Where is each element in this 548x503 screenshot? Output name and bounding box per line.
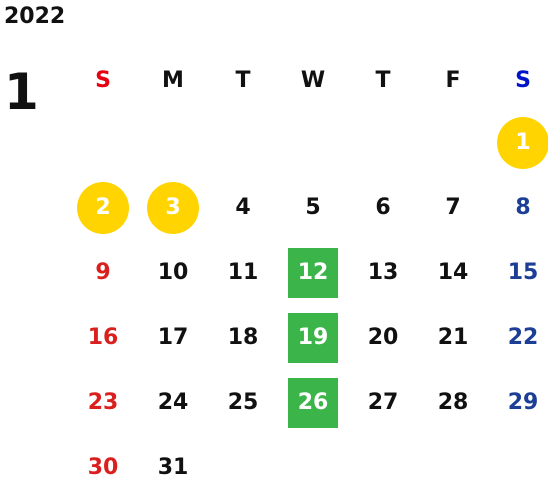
day-cell bbox=[488, 435, 548, 500]
holiday-day-number: 2 bbox=[77, 181, 129, 234]
day-number: 28 bbox=[437, 390, 469, 415]
day-number: 21 bbox=[437, 325, 469, 350]
weekday-cell: T bbox=[208, 50, 278, 110]
day-cell: 29 bbox=[488, 370, 548, 435]
weekday-label: M bbox=[162, 67, 184, 93]
day-cell: 9 bbox=[68, 240, 138, 305]
day-cell: 19 bbox=[278, 305, 348, 370]
weekday-label: T bbox=[235, 67, 251, 93]
weekday-cell: S bbox=[488, 50, 548, 110]
day-cell bbox=[208, 435, 278, 500]
day-cell: 3 bbox=[138, 175, 208, 240]
day-number: 5 bbox=[305, 195, 321, 220]
day-cell bbox=[208, 110, 278, 175]
day-cell: 13 bbox=[348, 240, 418, 305]
day-number: 4 bbox=[235, 195, 251, 220]
day-number: 22 bbox=[507, 325, 539, 350]
day-number: 30 bbox=[87, 455, 119, 480]
week-row: 30 31 bbox=[68, 435, 548, 500]
highlighted-day-number: 19 bbox=[288, 312, 338, 363]
day-cell bbox=[348, 435, 418, 500]
day-cell bbox=[278, 110, 348, 175]
day-number: 9 bbox=[95, 260, 111, 285]
day-number: 13 bbox=[367, 260, 399, 285]
day-number: 6 bbox=[375, 195, 391, 220]
day-number: 11 bbox=[227, 260, 259, 285]
day-number: 31 bbox=[157, 455, 189, 480]
day-cell bbox=[418, 435, 488, 500]
weekday-label: S bbox=[515, 67, 531, 93]
week-row: 16 17 18 19 20 21 22 bbox=[68, 305, 548, 370]
day-cell: 22 bbox=[488, 305, 548, 370]
day-cell: 1 bbox=[488, 110, 548, 175]
holiday-day-number: 1 bbox=[497, 116, 548, 169]
day-cell bbox=[138, 110, 208, 175]
day-cell: 11 bbox=[208, 240, 278, 305]
day-cell: 21 bbox=[418, 305, 488, 370]
day-number: 25 bbox=[227, 390, 259, 415]
day-number: 14 bbox=[437, 260, 469, 285]
day-cell: 5 bbox=[278, 175, 348, 240]
day-number: 16 bbox=[87, 325, 119, 350]
day-cell: 15 bbox=[488, 240, 548, 305]
highlighted-day-number: 26 bbox=[288, 377, 338, 428]
day-number: 10 bbox=[157, 260, 189, 285]
day-cell: 27 bbox=[348, 370, 418, 435]
year-label: 2022 bbox=[4, 4, 66, 29]
day-cell: 10 bbox=[138, 240, 208, 305]
month-label: 1 bbox=[4, 63, 39, 121]
weekday-cell: W bbox=[278, 50, 348, 110]
day-number: 18 bbox=[227, 325, 259, 350]
day-number: 23 bbox=[87, 390, 119, 415]
day-number: 27 bbox=[367, 390, 399, 415]
day-cell: 30 bbox=[68, 435, 138, 500]
weekday-label: W bbox=[300, 67, 326, 93]
day-cell: 31 bbox=[138, 435, 208, 500]
day-cell: 24 bbox=[138, 370, 208, 435]
weekday-cell: S bbox=[68, 50, 138, 110]
day-number: 15 bbox=[507, 260, 539, 285]
day-cell: 20 bbox=[348, 305, 418, 370]
day-number: 20 bbox=[367, 325, 399, 350]
day-cell bbox=[278, 435, 348, 500]
week-row: 23 24 25 26 27 28 29 bbox=[68, 370, 548, 435]
day-cell: 17 bbox=[138, 305, 208, 370]
weekday-label: F bbox=[445, 67, 461, 93]
day-cell: 8 bbox=[488, 175, 548, 240]
weekday-cell: M bbox=[138, 50, 208, 110]
day-cell: 2 bbox=[68, 175, 138, 240]
day-number: 8 bbox=[515, 195, 531, 220]
day-cell: 28 bbox=[418, 370, 488, 435]
day-cell: 16 bbox=[68, 305, 138, 370]
day-cell: 7 bbox=[418, 175, 488, 240]
day-cell: 18 bbox=[208, 305, 278, 370]
day-cell: 23 bbox=[68, 370, 138, 435]
day-number: 7 bbox=[445, 195, 461, 220]
day-number: 29 bbox=[507, 390, 539, 415]
day-cell: 4 bbox=[208, 175, 278, 240]
weekday-header-row: S M T W T F S bbox=[68, 50, 548, 110]
day-number: 17 bbox=[157, 325, 189, 350]
week-row: 9 10 11 12 13 14 15 bbox=[68, 240, 548, 305]
day-cell bbox=[418, 110, 488, 175]
weekday-label: T bbox=[375, 67, 391, 93]
weekday-label: S bbox=[95, 67, 111, 93]
weekday-cell: F bbox=[418, 50, 488, 110]
weekday-cell: T bbox=[348, 50, 418, 110]
day-cell: 12 bbox=[278, 240, 348, 305]
day-cell: 25 bbox=[208, 370, 278, 435]
day-cell: 6 bbox=[348, 175, 418, 240]
day-cell: 26 bbox=[278, 370, 348, 435]
day-number: 24 bbox=[157, 390, 189, 415]
day-cell bbox=[68, 110, 138, 175]
day-cell bbox=[348, 110, 418, 175]
week-row: 1 bbox=[68, 110, 548, 175]
holiday-day-number: 3 bbox=[147, 181, 199, 234]
highlighted-day-number: 12 bbox=[288, 247, 338, 298]
day-cell: 14 bbox=[418, 240, 488, 305]
